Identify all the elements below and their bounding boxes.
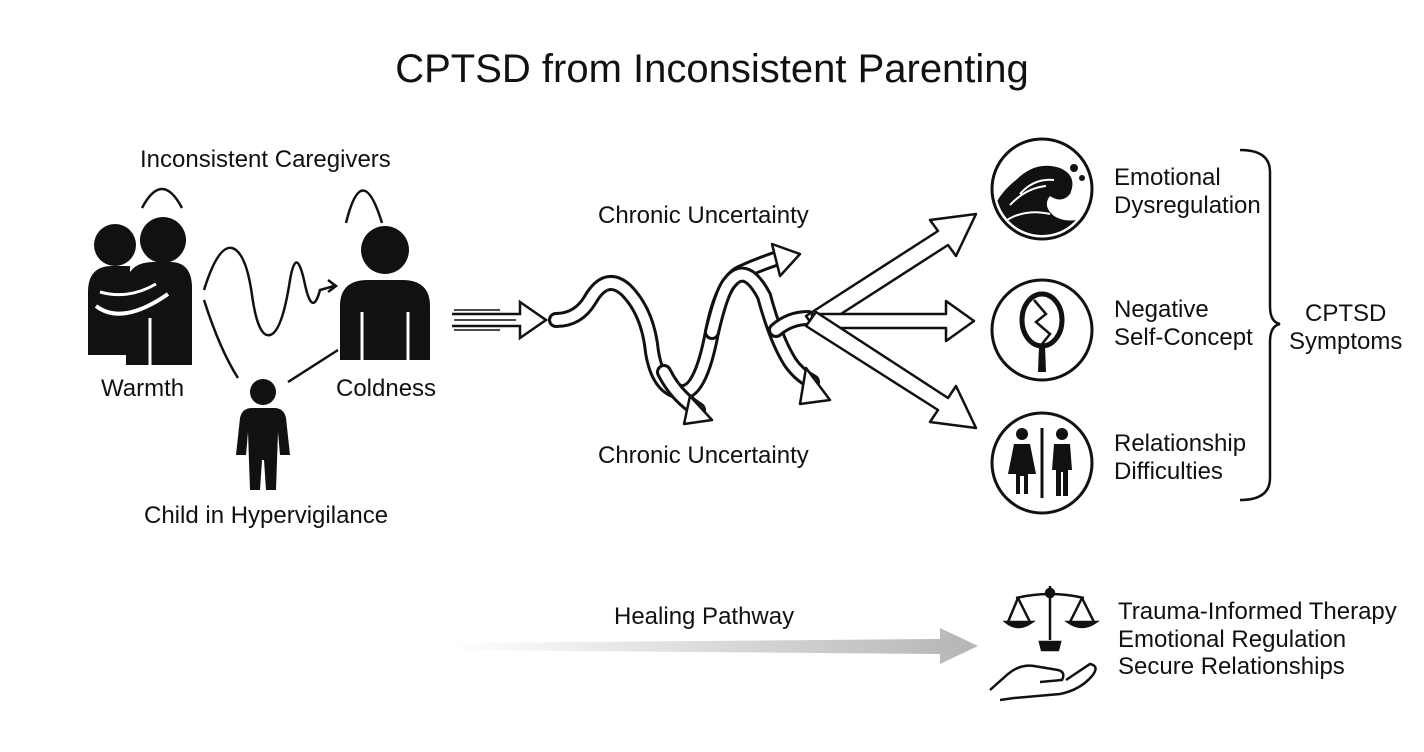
wave-icon [990, 137, 1094, 241]
healing-pathway-label: Healing Pathway [614, 603, 795, 630]
symptom-line1: Relationship [1114, 430, 1247, 457]
healing-item: Secure Relationships [1118, 653, 1345, 681]
symptom-emotional-dysregulation: Emotional Dysregulation [1114, 164, 1261, 219]
symptoms-group-label: CPTSD Symptoms [1289, 300, 1402, 355]
branch-arrows [804, 212, 978, 430]
child-icon [236, 379, 290, 490]
healing-arrow [452, 628, 978, 664]
child-label: Child in Hypervigilance [144, 502, 389, 529]
symptom-line2: Self-Concept [1114, 323, 1253, 351]
diagram-title: CPTSD from Inconsistent Parenting [395, 47, 1029, 91]
couple-icon [990, 411, 1094, 515]
oscillation-lines [202, 246, 339, 384]
symptom-line2: Difficulties [1114, 457, 1223, 485]
uncertainty-label-top: Chronic Uncertainty [598, 202, 809, 229]
transition-arrow [452, 299, 549, 341]
symptom-line1: Negative [1114, 296, 1209, 323]
caregivers-heading: Inconsistent Caregivers [140, 146, 391, 173]
uncertainty-label-bottom: Chronic Uncertainty [598, 442, 809, 469]
healing-item: Emotional Regulation [1118, 625, 1347, 653]
symptoms-bracket [1239, 148, 1281, 502]
coldness-label: Coldness [336, 375, 437, 402]
symptom-relationship-difficulties: Relationship Difficulties [1114, 430, 1246, 485]
symptom-line1: Emotional [1114, 164, 1221, 191]
symptom-negative-self-concept: Negative Self-Concept [1114, 296, 1253, 351]
group-label-line1: CPTSD [1305, 300, 1387, 327]
symptom-line2: Dysregulation [1114, 191, 1261, 219]
warmth-label: Warmth [101, 375, 185, 402]
cracked-mirror-icon [990, 278, 1094, 382]
cold-caregiver-icon [340, 189, 430, 360]
hugging-caregivers-icon [88, 187, 192, 365]
uncertainty-arrowheads [682, 242, 832, 426]
healing-items: Trauma-Informed Therapy Emotional Regula… [1118, 598, 1397, 681]
group-label-line2: Symptoms [1289, 327, 1403, 355]
uncertainty-ribbon [548, 250, 820, 418]
healing-item: Trauma-Informed Therapy [1118, 598, 1397, 625]
scales-in-hand-icon [989, 586, 1100, 702]
